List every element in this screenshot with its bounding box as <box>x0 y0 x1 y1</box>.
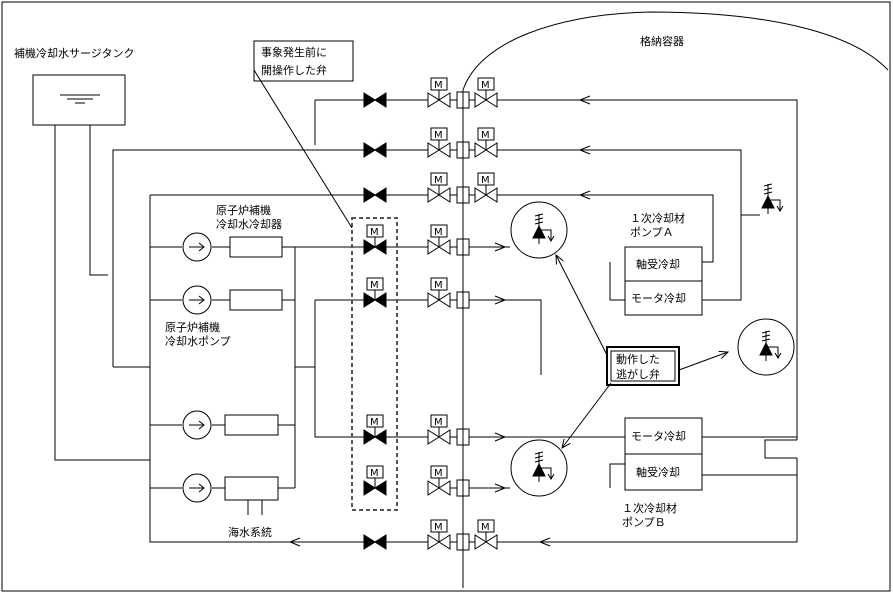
pre-opened-valves-group <box>351 217 398 511</box>
relief-valve-b <box>510 439 568 497</box>
valves: M M M M M M M M M M M M M M M M <box>363 77 498 550</box>
motor-valve-outer-5: M <box>427 277 451 308</box>
flow-arrows <box>288 95 591 547</box>
flow-arrow-3 <box>578 190 591 200</box>
cooler-4 <box>224 476 279 501</box>
seawater-system-label: 海水系統 <box>228 525 272 539</box>
closed-valve-3 <box>363 187 387 203</box>
callout-relief-valve: 動作した 逃がし弁 <box>556 255 728 448</box>
motor-letter: M <box>481 522 490 533</box>
pump-b-line1: １次冷却材 <box>622 501 677 515</box>
relief-valve-line2: 逃がし弁 <box>616 367 660 381</box>
penetration-3 <box>450 186 475 204</box>
reactor-aux-cooler-line1: 原子炉補機 <box>216 203 271 217</box>
flow-arrow-2 <box>578 145 591 155</box>
motor-valve-inner-3: M <box>474 172 498 203</box>
motor-letter: M <box>370 227 379 238</box>
motor-valve-outer-4: M <box>427 224 451 255</box>
flow-arrow-6 <box>494 432 507 442</box>
surge-tank <box>32 74 126 126</box>
motor-valve-outer-6: M <box>427 414 451 445</box>
pre-opened-valve-1: M <box>363 224 387 255</box>
aux-pump-2 <box>182 285 212 315</box>
penetration-1 <box>450 91 475 109</box>
motor-valve-outer-7: M <box>427 465 451 496</box>
relief-valve-d <box>761 183 784 214</box>
penetration-7 <box>450 479 475 497</box>
closed-valve-2 <box>363 142 387 158</box>
motor-letter: M <box>481 80 490 91</box>
reactor-aux-pump-line1: 原子炉補機 <box>165 320 220 334</box>
motor-valve-inner-1: M <box>474 77 498 108</box>
callout-open-valve: 事象発生前に 開操作した弁 <box>253 40 354 229</box>
reactor-aux-pump-line2: 冷却水ポンプ <box>165 335 231 348</box>
pump-b-cooling-boxes: モータ冷却 軸受冷却 <box>624 417 703 491</box>
motor-letter: M <box>434 227 443 238</box>
motor-letter: M <box>370 417 379 428</box>
callout-open-valve-line2: 開操作した弁 <box>261 63 327 77</box>
pump-a-line1: １次冷却材 <box>630 211 685 225</box>
containment-label: 格納容器 <box>640 34 684 48</box>
reactor-aux-cooler-line2: 冷却水冷却器 <box>216 218 282 231</box>
motor-letter: M <box>370 468 379 479</box>
motor-valve-outer-8: M <box>427 519 451 550</box>
pre-opened-valve-4: M <box>363 465 387 496</box>
pump-a-cooling-boxes: 軸受冷却 モータ冷却 <box>624 246 703 316</box>
motor-letter: M <box>434 280 443 291</box>
pump-b-line2: ポンプＢ <box>622 516 666 529</box>
cooler-1 <box>229 236 283 258</box>
motor-valve-outer-1: M <box>427 77 451 108</box>
penetration-4 <box>450 238 475 256</box>
penetration-2 <box>450 141 475 159</box>
motor-valve-outer-3: M <box>427 172 451 203</box>
pump-a-line2: ポンプＡ <box>630 226 674 239</box>
callout-open-valve-line1: 事象発生前に <box>261 45 327 59</box>
motor-letter: M <box>370 280 379 291</box>
flow-arrow-9 <box>288 537 301 547</box>
motor-letter: M <box>481 130 490 141</box>
motor-letter: M <box>434 522 443 533</box>
motor-letter: M <box>434 417 443 428</box>
motor-valve-inner-2: M <box>474 127 498 158</box>
relief-valve-line1: 動作した <box>616 352 660 366</box>
cooler-2 <box>229 289 283 311</box>
aux-pumps <box>182 232 212 503</box>
penetration-5 <box>450 291 475 309</box>
cooler-3 <box>224 414 279 436</box>
flow-arrow-1 <box>578 95 591 105</box>
pre-opened-valve-3: M <box>363 414 387 445</box>
aux-pump-1 <box>182 232 212 262</box>
relief-valve-a <box>510 201 568 259</box>
flow-arrow-4 <box>494 242 507 252</box>
relief-valves <box>510 183 795 497</box>
flow-arrow-8 <box>538 537 551 547</box>
penetration-6 <box>450 428 475 446</box>
motor-cooling-b: モータ冷却 <box>631 430 686 443</box>
closed-valve-4 <box>363 534 387 550</box>
motor-cooling-a: モータ冷却 <box>631 292 686 305</box>
bearing-cooling-a: 軸受冷却 <box>636 257 680 271</box>
containment-penetrations <box>450 91 475 551</box>
flow-arrow-7 <box>494 483 507 493</box>
relief-valve-c <box>737 318 795 376</box>
motor-letter: M <box>434 80 443 91</box>
flow-arrow-5 <box>494 295 507 305</box>
closed-valve-1 <box>363 92 387 108</box>
motor-letter: M <box>481 175 490 186</box>
pre-opened-valve-2: M <box>363 277 387 308</box>
motor-letter: M <box>434 130 443 141</box>
penetration-8 <box>450 533 475 551</box>
motor-valve-inner-4: M <box>474 519 498 550</box>
motor-letter: M <box>434 468 443 479</box>
aux-pump-4 <box>182 473 212 503</box>
containment-boundary <box>462 11 889 588</box>
bearing-cooling-b: 軸受冷却 <box>636 465 680 479</box>
aux-pump-3 <box>182 410 212 440</box>
motor-valve-outer-2: M <box>427 127 451 158</box>
surge-tank-label: 補機冷却水サージタンク <box>14 46 135 60</box>
motor-letter: M <box>434 175 443 186</box>
